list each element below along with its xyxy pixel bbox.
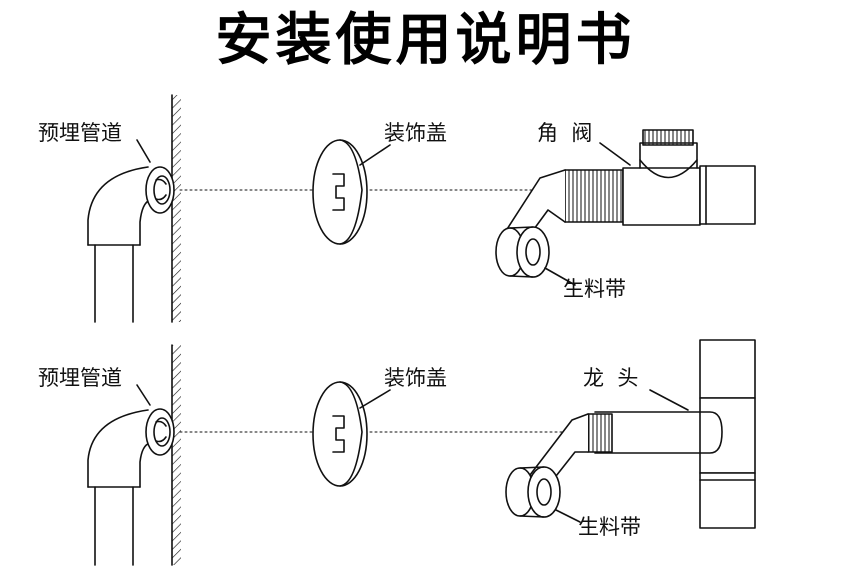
tape-roll-1 bbox=[495, 169, 576, 286]
angle-valve-label: 角 阀 bbox=[537, 121, 593, 145]
pipe-label-1: 预埋管道 bbox=[38, 121, 122, 145]
decorative-cover-2 bbox=[312, 381, 391, 487]
wall-1 bbox=[171, 94, 181, 323]
cover-label-1: 装饰盖 bbox=[384, 121, 447, 145]
embedded-pipe-1 bbox=[87, 139, 175, 323]
tape-roll-2 bbox=[505, 413, 589, 523]
tape-label-2: 生料带 bbox=[578, 515, 641, 539]
manual-title: 安装使用说明书 bbox=[215, 7, 636, 73]
angle-valve bbox=[564, 129, 756, 226]
faucet-label: 龙 头 bbox=[583, 366, 639, 390]
faucet bbox=[587, 339, 756, 529]
decorative-cover-1 bbox=[312, 139, 391, 245]
embedded-pipe-2 bbox=[87, 384, 175, 566]
tape-label-1: 生料带 bbox=[563, 277, 626, 301]
wall-2 bbox=[171, 344, 181, 566]
pipe-label-2: 预埋管道 bbox=[38, 366, 122, 390]
cover-label-2: 装饰盖 bbox=[384, 366, 447, 390]
